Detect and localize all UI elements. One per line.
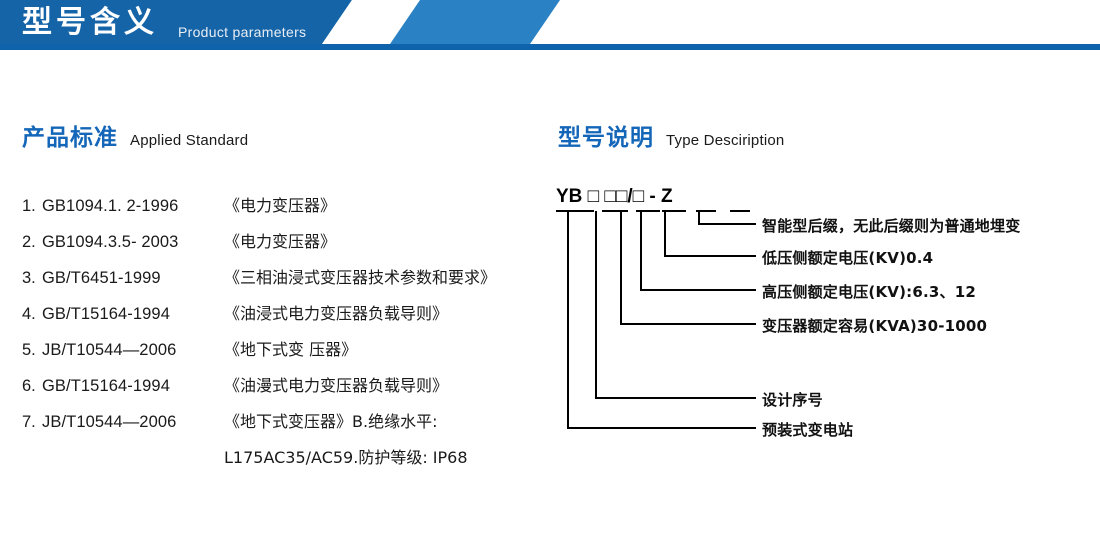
list-item-name: 《电力变压器》	[224, 232, 337, 251]
list-item-name: 《地下式变 压器》	[224, 340, 358, 359]
section-title-type-description: 型号说明 Type Desciription	[558, 118, 784, 152]
section-title-applied-standard: 产品标准 Applied Standard	[22, 118, 248, 152]
header-shape	[0, 0, 1100, 50]
diagram-label-capacity: 变压器额定容易(KVA)30-1000	[762, 317, 988, 335]
list-item-code: GB1094.3.5- 2003	[42, 233, 179, 251]
list-item-index: 1.	[22, 197, 36, 215]
list-item-index: 5.	[22, 341, 36, 359]
leader-lines	[556, 210, 756, 429]
type-code-text: YB □ □□/□ - Z	[556, 186, 673, 207]
list-item: 3. GB/T6451-1999 《三相油浸式变压器技术参数和要求》	[22, 264, 542, 300]
list-item-index: 3.	[22, 269, 36, 287]
list-item-name: 《电力变压器》	[224, 196, 337, 215]
type-code-diagram: YB □ □□/□ - Z 智能型后缀，无此后缀则为普通地埋变 低压侧额定电压(…	[548, 186, 1100, 439]
list-item: 6. GB/T15164-1994 《油漫式电力变压器负载导则》	[22, 372, 542, 408]
list-item-name: 《三相油浸式变压器技术参数和要求》	[224, 268, 497, 287]
list-item-name: 《地下式变压器》B.绝缘水平:	[224, 412, 438, 431]
header-title-cn: 型号含义	[22, 5, 158, 40]
diagram-label-design-no: 设计序号	[762, 391, 823, 409]
list-item-index: 2.	[22, 233, 36, 251]
list-item-code: GB/T15164-1994	[42, 377, 170, 395]
list-item: 7. JB/T10544—2006 《地下式变压器》B.绝缘水平:	[22, 408, 542, 444]
list-item: 4. GB/T15164-1994 《油浸式电力变压器负载导则》	[22, 300, 542, 336]
list-item-index: 6.	[22, 377, 36, 395]
diagram-label-suffix: 智能型后缀，无此后缀则为普通地埋变	[762, 217, 1021, 235]
section-title-cn-left: 产品标准	[22, 125, 118, 151]
page-header: 型号含义 Product parameters	[0, 0, 1100, 52]
diagram-label-lv-voltage: 低压侧额定电压(KV)0.4	[762, 249, 934, 267]
list-item: 5. JB/T10544—2006 《地下式变 压器》	[22, 336, 542, 372]
list-item-code: GB/T15164-1994	[42, 305, 170, 323]
list-item: 2. GB1094.3.5- 2003 《电力变压器》	[22, 228, 542, 264]
section-title-en-left: Applied Standard	[130, 132, 249, 149]
list-item-name: 《油漫式电力变压器负载导则》	[224, 376, 449, 395]
diagram-label-hv-voltage: 高压侧额定电压(KV):6.3、12	[762, 283, 976, 301]
list-item-index: 7.	[22, 413, 36, 431]
list-item-index: 4.	[22, 305, 36, 323]
diagram-label-substation: 预装式变电站	[762, 421, 854, 439]
header-title-en: Product parameters	[178, 24, 307, 40]
list-item-continuation: L175AC35/AC59.防护等级: IP68	[224, 448, 468, 467]
section-title-en-right: Type Desciription	[666, 132, 785, 149]
list-item-code: GB/T6451-1999	[42, 269, 161, 287]
list-item-code: JB/T10544—2006	[42, 413, 177, 431]
list-item-name: 《油浸式电力变压器负载导则》	[224, 304, 449, 323]
standards-list: 1. GB1094.1. 2-1996 《电力变压器》 2. GB1094.3.…	[22, 192, 542, 480]
list-item-code: GB1094.1. 2-1996	[42, 197, 179, 215]
list-item-code: JB/T10544—2006	[42, 341, 177, 359]
section-title-cn-right: 型号说明	[558, 125, 654, 151]
list-item: 1. GB1094.1. 2-1996 《电力变压器》	[22, 192, 542, 228]
